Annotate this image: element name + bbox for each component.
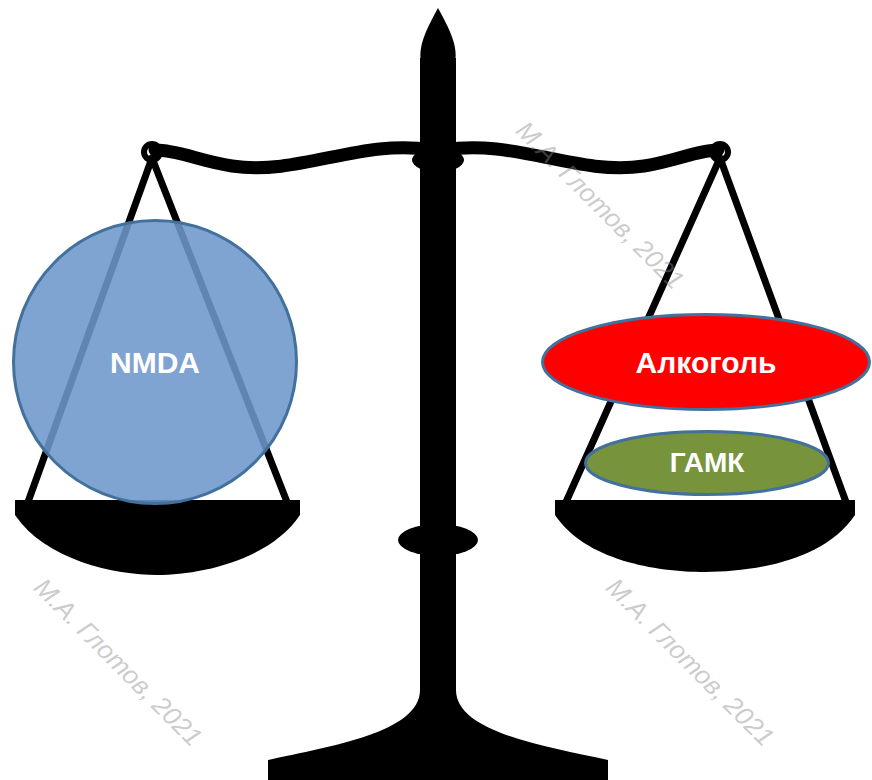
watermark: М.А. Глотов, 2021 [29,573,206,750]
right-beam [444,148,718,168]
right-pan [555,500,855,572]
node-label: Алкоголь [636,346,777,379]
node-label: NMDA [110,346,200,379]
watermark: М.А. Глотов, 2021 [511,116,688,293]
receptor-ellipse: ГАМК [584,430,830,496]
scale-base [268,690,608,780]
receptor-circle: NMDA [12,219,298,505]
substance-ellipse: Алкоголь [541,313,871,411]
text-holder: Алкоголь [636,346,777,379]
watermark: М.А. Глотов, 2021 [601,573,778,750]
scale-finial [420,8,455,62]
shape-fill [14,221,297,504]
left-pan [15,500,300,575]
shape-fill [543,315,870,410]
text-holder: NMDA [110,346,200,379]
left-beam [155,148,432,168]
text-holder: ГАМК [670,448,745,479]
scale-knob [398,524,478,556]
shape-fill [586,432,829,495]
node-label: ГАМК [670,448,745,479]
